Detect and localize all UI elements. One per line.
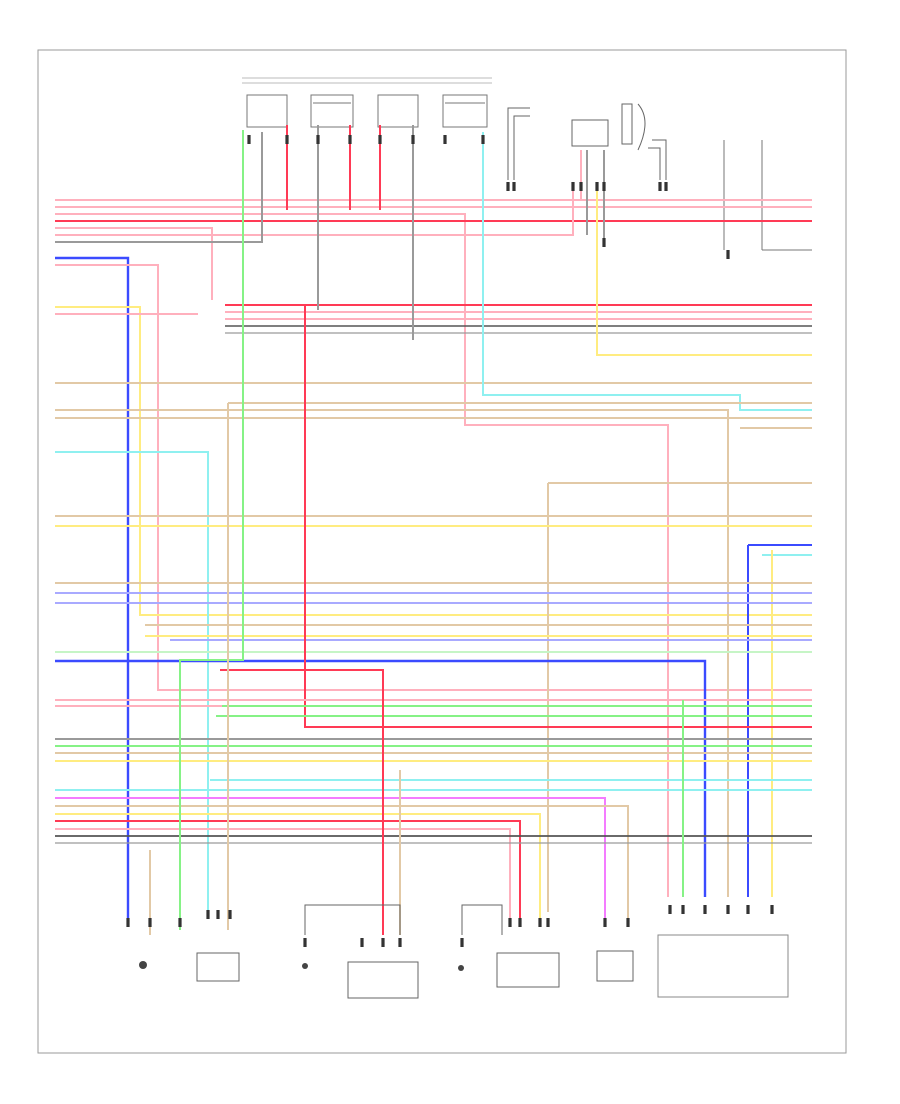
cyan-wire bbox=[55, 451, 209, 912]
red-wire bbox=[55, 820, 521, 925]
pink-wire bbox=[55, 264, 812, 691]
gray-wire bbox=[55, 132, 263, 243]
magenta-wire bbox=[55, 797, 606, 925]
connector-pin bbox=[726, 905, 730, 914]
component-speed-sensor bbox=[596, 950, 634, 982]
upper-right-devices bbox=[507, 103, 812, 251]
connector-pin bbox=[443, 135, 447, 144]
connector-pin bbox=[228, 910, 232, 919]
connector-pin bbox=[411, 135, 415, 144]
component-brake-switch bbox=[496, 952, 560, 988]
red-wire bbox=[220, 669, 384, 935]
ground-symbol bbox=[302, 963, 308, 969]
top-connector-block bbox=[242, 77, 492, 128]
yellow-wire bbox=[596, 190, 812, 356]
yellow-wire bbox=[55, 306, 812, 616]
connector-pin bbox=[460, 938, 464, 947]
tan-wire bbox=[55, 805, 629, 925]
component-throttle-sensor bbox=[196, 952, 240, 982]
blue-wire bbox=[55, 659, 707, 897]
connector-pin bbox=[148, 918, 152, 927]
pink-wire bbox=[55, 213, 669, 897]
pink-wire bbox=[55, 227, 213, 300]
connector-pin bbox=[506, 182, 510, 191]
connector-pin bbox=[378, 135, 382, 144]
connector-pin bbox=[538, 918, 542, 927]
green-wire bbox=[179, 130, 244, 930]
connector-pin bbox=[285, 135, 289, 144]
connector-pin bbox=[603, 918, 607, 927]
connector-pin bbox=[703, 905, 707, 914]
connector-pin bbox=[626, 918, 630, 927]
component-transmission bbox=[657, 934, 789, 998]
connector-pin bbox=[579, 182, 583, 191]
connector-pin bbox=[546, 918, 550, 927]
connector-pin bbox=[602, 182, 606, 191]
wire-paths bbox=[55, 125, 812, 935]
connector-pin bbox=[668, 905, 672, 914]
tan-wire bbox=[55, 409, 729, 897]
connector-pin bbox=[178, 918, 182, 927]
connector-pin bbox=[508, 918, 512, 927]
connector-pin bbox=[398, 938, 402, 947]
cyan-wire bbox=[482, 132, 812, 411]
connector-pin bbox=[126, 918, 130, 927]
connector-pins bbox=[126, 135, 774, 947]
connector-pin bbox=[512, 182, 516, 191]
connector-pin bbox=[664, 182, 668, 191]
red-wire bbox=[304, 305, 812, 728]
connector-pin bbox=[726, 250, 730, 259]
connector-pin bbox=[360, 938, 364, 947]
connector-pin bbox=[303, 938, 307, 947]
connector-pin bbox=[247, 135, 251, 144]
component-tps bbox=[347, 961, 419, 999]
bottom-components bbox=[139, 904, 789, 999]
connector-pin bbox=[206, 910, 210, 919]
connector-pin bbox=[571, 182, 575, 191]
diagram-frame bbox=[37, 49, 847, 1054]
connector-pin bbox=[216, 910, 220, 919]
pink-wire bbox=[55, 828, 511, 925]
connector-pin bbox=[746, 905, 750, 914]
connector-pin bbox=[595, 182, 599, 191]
connector-pin bbox=[348, 135, 352, 144]
ground-symbol bbox=[139, 961, 147, 969]
ground-symbol bbox=[458, 965, 464, 971]
pink-wire bbox=[55, 190, 574, 236]
connector-pin bbox=[602, 238, 606, 247]
yellow-wire bbox=[55, 813, 541, 925]
connector-pin bbox=[518, 918, 522, 927]
connector-pin bbox=[681, 905, 685, 914]
connector-pin bbox=[658, 182, 662, 191]
connector-pin bbox=[481, 135, 485, 144]
connector-pin bbox=[381, 938, 385, 947]
connector-pin bbox=[770, 905, 774, 914]
connector-pin bbox=[316, 135, 320, 144]
